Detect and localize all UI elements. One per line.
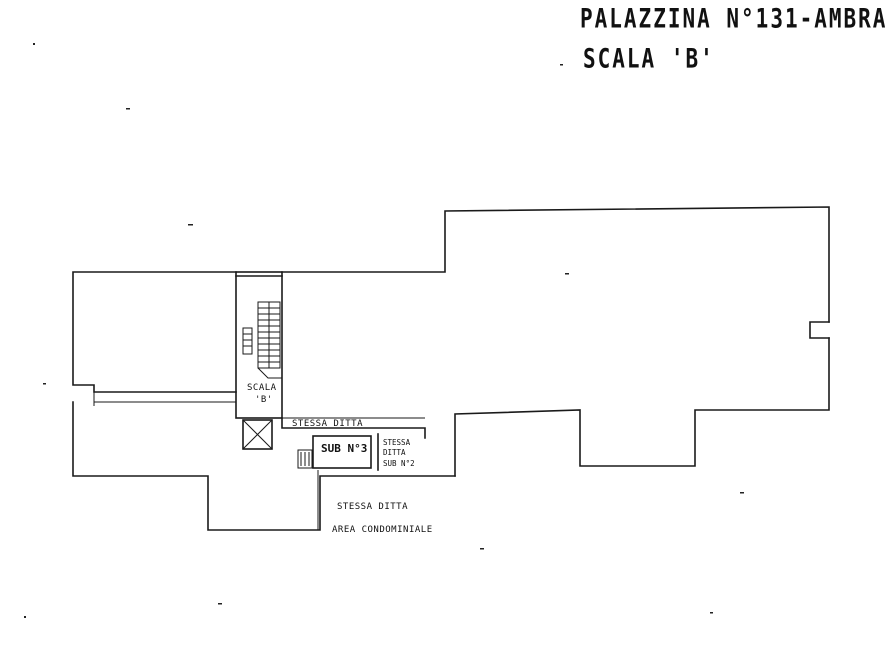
lift-shaft: [242, 417, 425, 450]
stair-label-line1: SCALA: [247, 383, 277, 393]
title-block: PALAZZINA N°131-AMBRA SCALA 'B': [580, 3, 887, 74]
stair-core: SCALA 'B': [235, 271, 283, 419]
same-owner-side-1: STESSA: [383, 438, 411, 447]
same-owner-label-bottom: STESSA DITTA: [337, 502, 408, 512]
meter-box: [297, 449, 313, 469]
building-title: PALAZZINA N°131-AMBRA: [580, 3, 887, 34]
stair-label-line2: 'B': [255, 395, 273, 405]
same-owner-label-top: STESSA DITTA: [292, 419, 363, 429]
right-wing-outline: [281, 206, 830, 477]
common-area-label: AREA CONDOMINIALE: [332, 525, 433, 535]
same-owner-side-2: DITTA: [383, 448, 406, 457]
unit-block: [281, 417, 426, 530]
unit-label: SUB N°3: [321, 442, 367, 455]
left-wing-outline: [72, 271, 456, 531]
same-owner-side-3: SUB N°2: [383, 459, 415, 468]
scan-specks: [24, 43, 744, 618]
stair-flight: [242, 301, 282, 379]
stair-title: SCALA 'B': [583, 43, 715, 74]
